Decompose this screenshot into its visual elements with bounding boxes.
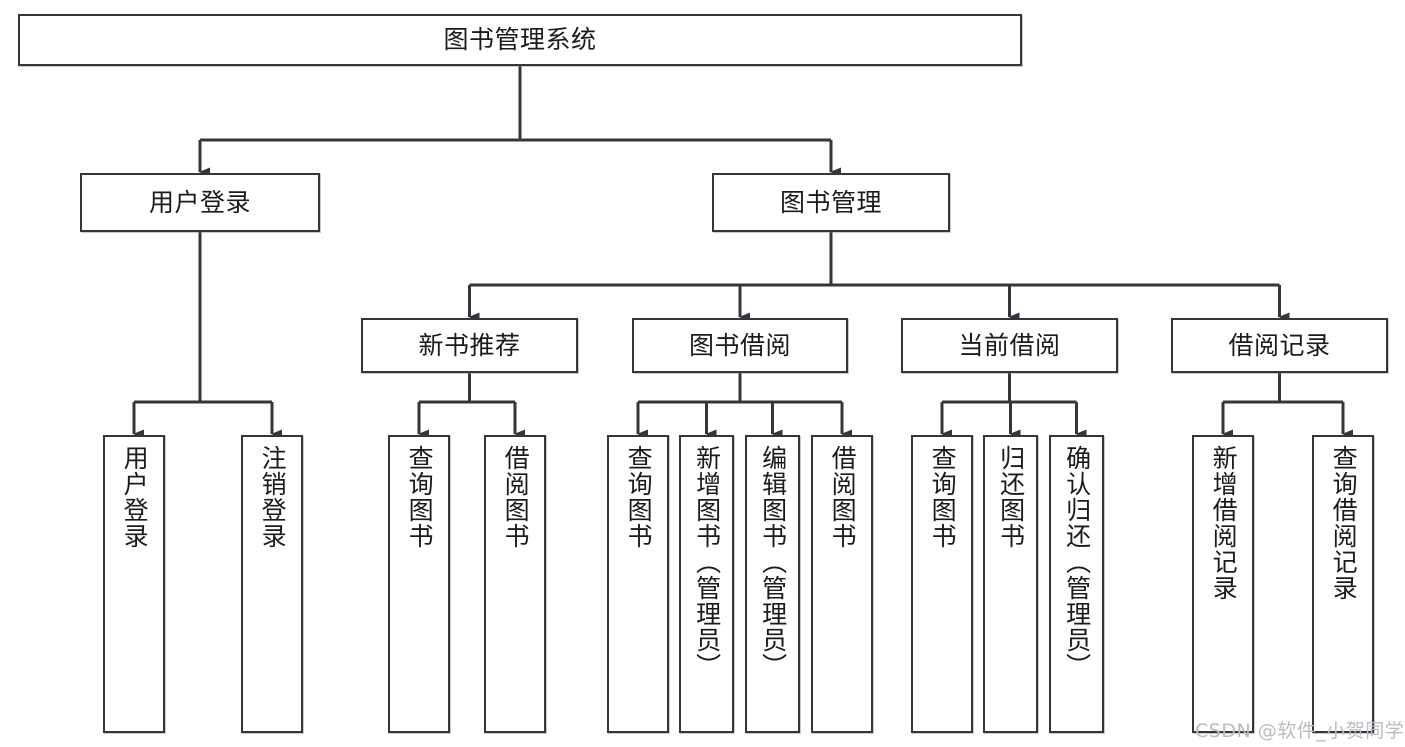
node-label: 用户登录	[148, 187, 251, 217]
node-user-login[interactable]: 用户登录	[80, 173, 320, 232]
node-label: 注销登录	[258, 445, 288, 549]
node-label: 编辑图书（管理员）	[758, 445, 788, 679]
node-label: 当前借阅	[958, 330, 1061, 360]
node-label: 查询借阅记录	[1329, 445, 1359, 601]
node-label: 查询图书	[928, 445, 958, 549]
node-leaf-borrow-book-1[interactable]: 借阅图书	[484, 435, 546, 733]
node-label: 新增图书（管理员）	[692, 445, 722, 679]
node-leaf-return-book[interactable]: 归还图书	[983, 435, 1038, 733]
node-leaf-add-borrow-record[interactable]: 新增借阅记录	[1192, 435, 1254, 733]
node-leaf-user-login[interactable]: 用户登录	[103, 435, 165, 733]
node-leaf-confirm-return[interactable]: 确认归还（管理员）	[1049, 435, 1104, 733]
node-label: 图书管理系统	[443, 25, 597, 55]
node-label: 查询图书	[624, 445, 654, 549]
node-label: 查询图书	[405, 445, 435, 549]
node-label: 用户登录	[120, 445, 150, 549]
node-label: 归还图书	[996, 445, 1026, 549]
node-label: 确认归还（管理员）	[1062, 445, 1092, 679]
node-leaf-query-book-2[interactable]: 查询图书	[607, 435, 669, 733]
node-label: 新书推荐	[418, 330, 521, 360]
node-label: 新增借阅记录	[1209, 445, 1239, 601]
node-label: 图书管理	[779, 187, 882, 217]
node-new-book-recommend[interactable]: 新书推荐	[361, 318, 578, 373]
node-leaf-add-book[interactable]: 新增图书（管理员）	[679, 435, 734, 733]
node-borrow-record[interactable]: 借阅记录	[1171, 318, 1388, 373]
node-label: 借阅图书	[501, 445, 531, 549]
node-current-borrow[interactable]: 当前借阅	[901, 318, 1118, 373]
node-leaf-edit-book[interactable]: 编辑图书（管理员）	[745, 435, 800, 733]
node-book-borrow[interactable]: 图书借阅	[632, 318, 848, 373]
node-leaf-borrow-book-2[interactable]: 借阅图书	[811, 435, 873, 733]
node-root[interactable]: 图书管理系统	[18, 14, 1022, 66]
csdn-watermark: CSDN @软件_小贺同学	[1195, 720, 1405, 742]
node-leaf-query-book-1[interactable]: 查询图书	[388, 435, 450, 733]
node-leaf-logout[interactable]: 注销登录	[241, 435, 303, 733]
node-label: 借阅记录	[1228, 330, 1331, 360]
node-label: 借阅图书	[828, 445, 858, 549]
node-leaf-query-book-3[interactable]: 查询图书	[911, 435, 973, 733]
node-book-management[interactable]: 图书管理	[712, 173, 950, 232]
node-label: 图书借阅	[688, 330, 791, 360]
node-leaf-query-borrow-record[interactable]: 查询借阅记录	[1312, 435, 1374, 733]
